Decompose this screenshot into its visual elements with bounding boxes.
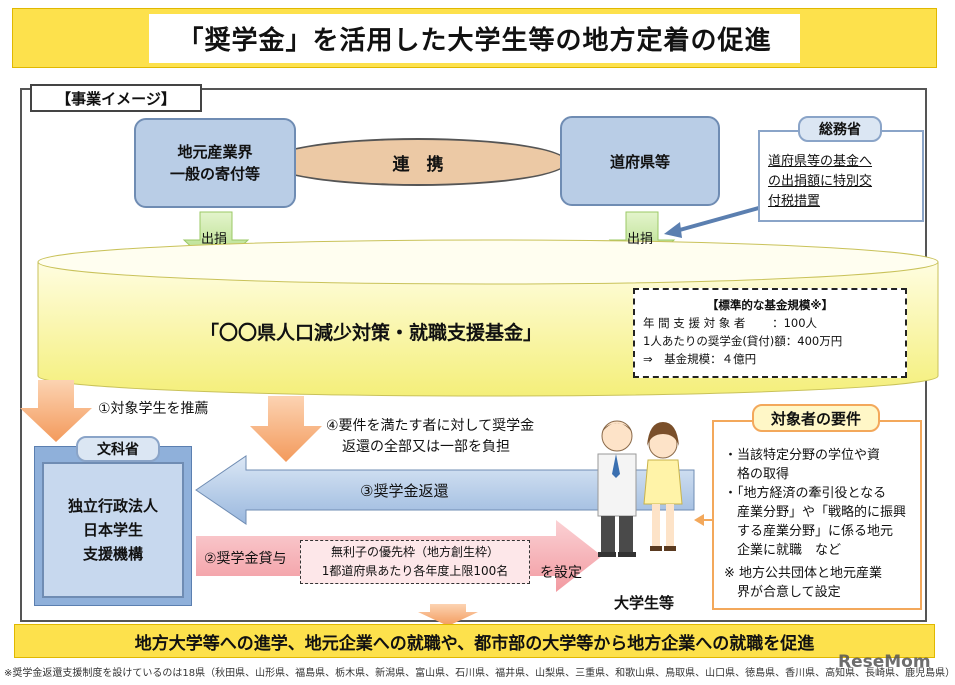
- priority-box: 無利子の優先枠（地方創生枠） 1都道府県あたり各年度上限100名: [300, 540, 530, 584]
- requirement-item: 産業分野」や「戦略的に振興: [724, 505, 907, 520]
- mic-arrow: [675, 204, 767, 233]
- step4-line2: 返還の全部又は一部を負担: [342, 439, 510, 455]
- bottom-banner: 地方大学等への進学、地元企業への就職や、都市部の大学等から地方企業への就職を促進: [14, 624, 935, 658]
- step3-label: ③奨学金返還: [360, 482, 449, 500]
- mic-box: 道府県等の基金へ の出捐額に特別交 付税措置: [758, 130, 924, 222]
- set-label: を設定: [540, 565, 582, 581]
- contribution-label-left: 出捐: [201, 232, 228, 247]
- requirement-item: 企業に就職 など: [724, 543, 842, 558]
- mic-line2: の出捐額に特別交: [768, 174, 873, 189]
- fund-scale-line1: 年 間 支 援 対 象 者 ：100人: [643, 316, 818, 330]
- fund-scale-title: 【標準的な基金規模※】: [706, 298, 834, 312]
- jasso-line2: 日本学生: [82, 521, 143, 539]
- fund-scale-line3: ⇒ 基金規模：４億円: [643, 352, 757, 366]
- cooperation-label: 連 携: [392, 154, 444, 175]
- fund-scale-box: 【標準的な基金規模※】 年 間 支 援 対 象 者 ：100人 1人あたりの奨学…: [633, 288, 907, 378]
- cooperation-ellipse: 連 携: [268, 138, 568, 186]
- step4-line1: ④要件を満たす者に対して奨学金: [326, 418, 535, 434]
- page-title: 「奨学金」を活用した大学生等の地方定着の促進: [149, 13, 800, 63]
- watermark-logo: ReseMom: [838, 652, 931, 672]
- section-tag: 【事業イメージ】: [30, 84, 202, 112]
- requirement-item: ・当該特定分野の学位や資: [724, 448, 881, 463]
- payment-arrow: [250, 396, 322, 462]
- local-industry-box: 地元産業界 一般の寄付等: [134, 118, 296, 208]
- jasso-line3: 支援機構: [82, 545, 143, 563]
- local-industry-line1: 地元産業界: [177, 143, 253, 161]
- fund-scale-line2: 1人あたりの奨学金(貸付)額：400万円: [643, 334, 843, 348]
- mext-title: 文科省: [76, 436, 160, 462]
- bottom-arrow: [418, 604, 478, 626]
- mic-line3: 付税措置: [768, 194, 821, 209]
- jasso-line1: 独立行政法人: [67, 497, 158, 515]
- requirement-item: する産業分野」に係る地元: [724, 524, 894, 539]
- requirements-box: ・当該特定分野の学位や資 格の取得 ・「地方経済の牽引役となる 産業分野」や「戦…: [712, 420, 922, 610]
- contribution-label-right: 出捐: [627, 232, 654, 247]
- repayment-arrow: [195, 455, 695, 525]
- local-industry-line2: 一般の寄付等: [169, 165, 260, 183]
- students-label: 大学生等: [614, 594, 675, 612]
- requirement-item: ・「地方経済の牽引役となる: [724, 486, 887, 501]
- prefectures-label: 道府県等: [609, 152, 670, 171]
- fund-name: 「〇〇県人口減少対策・就職支援基金」: [200, 322, 543, 344]
- step1-label: ①対象学生を推薦: [98, 401, 209, 417]
- mic-line1: 道府県等の基金へ: [768, 154, 873, 169]
- step2-label: ②奨学金貸与: [204, 551, 287, 567]
- footnote: ※奨学金返還支援制度を設けているのは18県（秋田県、山形県、福島県、栃木県、新潟…: [4, 668, 955, 679]
- priority-line1: 無利子の優先枠（地方創生枠）: [330, 545, 499, 559]
- title-bar: 「奨学金」を活用した大学生等の地方定着の促進: [12, 8, 937, 68]
- recommend-arrow: [20, 380, 92, 442]
- jasso-box: 独立行政法人 日本学生 支援機構: [42, 462, 184, 598]
- prefectures-box: 道府県等: [560, 116, 720, 206]
- mic-title: 総務省: [798, 116, 882, 142]
- step4-label: ④要件を満たす者に対して奨学金 返還の全部又は一部を負担: [326, 416, 534, 458]
- requirement-item: 格の取得: [724, 467, 790, 482]
- priority-line2: 1都道府県あたり各年度上限100名: [321, 564, 509, 578]
- requirement-note: ※ 地方公共団体と地元産業: [724, 566, 883, 581]
- students-illustration: [597, 420, 683, 557]
- requirements-title: 対象者の要件: [752, 404, 880, 432]
- requirement-note: 界が合意して設定: [724, 585, 841, 600]
